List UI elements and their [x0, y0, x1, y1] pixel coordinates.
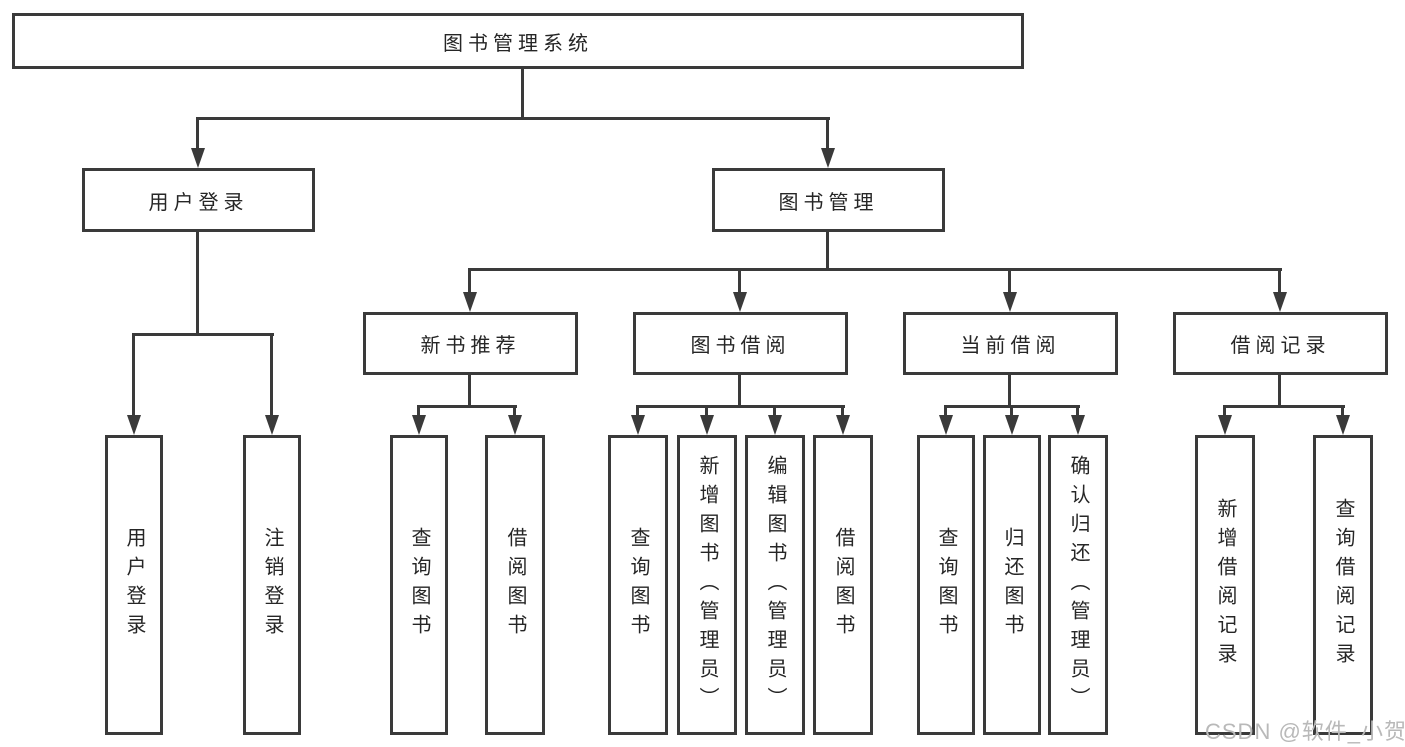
- node-label: 图书管理系统: [443, 32, 593, 55]
- node-leaf-borrow-book-recommend: 借阅图书: [485, 435, 545, 735]
- node-leaf-query-book-current: 查询图书: [917, 435, 975, 735]
- node-label: 新增借阅记录: [1214, 498, 1236, 672]
- node-book-management: 图书管理: [712, 168, 945, 232]
- connector-new-book-stub: [468, 374, 471, 408]
- connector-to-current-borrowing: [1008, 268, 1011, 296]
- connector-to-leaf-user-login: [132, 333, 135, 417]
- node-label: 注销登录: [261, 527, 283, 643]
- connector-book-borrowing-branch: [636, 405, 845, 408]
- arrow-head-icon: [768, 415, 782, 435]
- node-label: 查询借阅记录: [1332, 498, 1354, 672]
- arrow-head-icon: [939, 415, 953, 435]
- connector-to-book-borrowing: [738, 268, 741, 296]
- arrow-head-icon: [700, 415, 714, 435]
- node-leaf-edit-book-admin: 编辑图书（管理员）: [745, 435, 805, 735]
- connector-book-management-branch: [468, 268, 1282, 271]
- arrow-head-icon: [1003, 292, 1017, 312]
- node-leaf-confirm-return-admin: 确认归还（管理员）: [1048, 435, 1108, 735]
- node-leaf-query-borrow-record: 查询借阅记录: [1313, 435, 1373, 735]
- connector-to-book-management: [826, 117, 829, 152]
- arrow-head-icon: [1336, 415, 1350, 435]
- node-label: 借阅图书: [832, 527, 854, 643]
- connector-leaf: [513, 405, 516, 419]
- node-leaf-add-book-admin: 新增图书（管理员）: [677, 435, 737, 735]
- connector-to-user-login: [196, 117, 199, 152]
- node-leaf-add-borrow-record: 新增借阅记录: [1195, 435, 1255, 735]
- connector-root-branch: [196, 117, 830, 120]
- node-leaf-logout: 注销登录: [243, 435, 301, 735]
- watermark-text: CSDN @软件_小贺同学: [1205, 719, 1405, 744]
- node-label: 借阅记录: [1230, 335, 1331, 357]
- connector-book-management-stub: [826, 231, 829, 271]
- node-book-borrowing: 图书借阅: [633, 312, 848, 375]
- node-leaf-query-book-borrowing: 查询图书: [608, 435, 668, 735]
- node-leaf-return-book: 归还图书: [983, 435, 1041, 735]
- connector-borrowing-records-stub: [1278, 374, 1281, 408]
- node-library-management-system: 图书管理系统: [12, 13, 1024, 69]
- node-label: 归还图书: [1001, 527, 1023, 643]
- connector-leaf: [841, 405, 844, 419]
- node-leaf-query-book-recommend: 查询图书: [390, 435, 448, 735]
- connector-leaf: [1076, 405, 1079, 419]
- arrow-head-icon: [733, 292, 747, 312]
- connector-root-stub: [521, 66, 524, 120]
- node-label: 图书借阅: [690, 335, 791, 357]
- connector-leaf: [944, 405, 947, 419]
- node-label: 新增图书（管理员）: [696, 454, 718, 716]
- connector-user-login-stub: [196, 231, 199, 336]
- connector-current-borrowing-stub: [1008, 374, 1011, 408]
- arrow-head-icon: [836, 415, 850, 435]
- arrow-head-icon: [821, 148, 835, 168]
- connector-new-book-branch: [417, 405, 517, 408]
- arrow-head-icon: [191, 148, 205, 168]
- connector-borrowing-records-branch: [1223, 405, 1345, 408]
- connector-to-leaf-logout: [270, 333, 273, 417]
- arrow-head-icon: [463, 292, 477, 312]
- node-leaf-user-login: 用户登录: [105, 435, 163, 735]
- connector-to-new-book-recommendation: [468, 268, 471, 296]
- node-label: 确认归还（管理员）: [1067, 454, 1089, 716]
- arrow-head-icon: [265, 415, 279, 435]
- node-label: 查询图书: [935, 527, 957, 643]
- node-label: 用户登录: [148, 191, 249, 214]
- node-label: 查询图书: [408, 527, 430, 643]
- arrow-head-icon: [1071, 415, 1085, 435]
- connector-user-login-branch: [132, 333, 274, 336]
- connector-leaf: [1341, 405, 1344, 419]
- node-current-borrowing: 当前借阅: [903, 312, 1118, 375]
- node-new-book-recommendation: 新书推荐: [363, 312, 578, 375]
- connector-to-borrowing-records: [1278, 268, 1281, 296]
- node-user-login-group: 用户登录: [82, 168, 315, 232]
- node-label: 借阅图书: [504, 527, 526, 643]
- node-label: 查询图书: [627, 527, 649, 643]
- connector-leaf: [636, 405, 639, 419]
- connector-leaf: [1010, 405, 1013, 419]
- connector-leaf: [773, 405, 776, 419]
- connector-leaf: [1223, 405, 1226, 419]
- arrow-head-icon: [1218, 415, 1232, 435]
- arrow-head-icon: [412, 415, 426, 435]
- connector-leaf: [417, 405, 420, 419]
- connector-book-borrowing-stub: [738, 374, 741, 408]
- node-label: 图书管理: [778, 191, 879, 214]
- node-label: 用户登录: [123, 527, 145, 643]
- arrow-head-icon: [631, 415, 645, 435]
- node-label: 新书推荐: [420, 335, 521, 357]
- arrow-head-icon: [1005, 415, 1019, 435]
- node-label: 当前借阅: [960, 335, 1061, 357]
- arrow-head-icon: [127, 415, 141, 435]
- node-leaf-borrow-book-borrowing: 借阅图书: [813, 435, 873, 735]
- node-label: 编辑图书（管理员）: [764, 454, 786, 716]
- node-borrowing-records: 借阅记录: [1173, 312, 1388, 375]
- connector-leaf: [705, 405, 708, 419]
- arrow-head-icon: [508, 415, 522, 435]
- arrow-head-icon: [1273, 292, 1287, 312]
